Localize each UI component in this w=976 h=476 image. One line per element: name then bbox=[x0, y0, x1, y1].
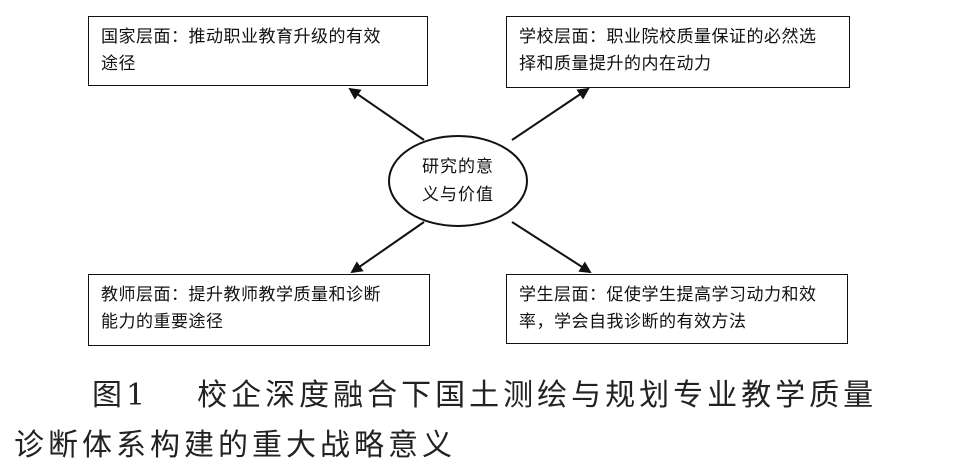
node-student-level: 学生层面：促使学生提高学习动力和效 率，学会自我诊断的有效方法 bbox=[506, 274, 848, 344]
diagram-area: 研究的意 义与价值 国家层面：推动职业教育升级的有效 途径 学校层面：职业院校质… bbox=[88, 16, 850, 346]
caption-line2: 诊断体系构建的重大战略意义 bbox=[14, 428, 456, 463]
arrow-to-student bbox=[511, 221, 592, 274]
arrow-to-school bbox=[511, 87, 590, 141]
node-student-line1: 学生层面：促使学生提高学习动力和效 bbox=[519, 285, 817, 305]
node-school-line2: 择和质量提升的内在动力 bbox=[519, 54, 712, 74]
node-school-level: 学校层面：职业院校质量保证的必然选 择和质量提升的内在动力 bbox=[506, 16, 850, 88]
arrow-to-national bbox=[348, 87, 425, 141]
caption-line1-text: 校企深度融合下国土测绘与规划专业教学质量 bbox=[197, 378, 878, 413]
caption-line1: 图1 校企深度融合下国土测绘与规划专业教学质量 bbox=[92, 372, 877, 420]
center-node-line1: 研究的意 bbox=[422, 157, 494, 177]
center-node-line2: 义与价值 bbox=[422, 185, 494, 205]
node-school-line1: 学校层面：职业院校质量保证的必然选 bbox=[519, 27, 817, 47]
node-teacher-line1: 教师层面：提升教师教学质量和诊断 bbox=[101, 285, 381, 305]
figure-label: 图1 bbox=[92, 378, 150, 413]
node-national-line2: 途径 bbox=[101, 54, 136, 74]
node-national-line1: 国家层面：推动职业教育升级的有效 bbox=[101, 27, 381, 47]
node-national-level: 国家层面：推动职业教育升级的有效 途径 bbox=[88, 16, 428, 86]
center-node: 研究的意 义与价值 bbox=[396, 142, 520, 220]
node-teacher-line2: 能力的重要途径 bbox=[101, 312, 224, 332]
node-teacher-level: 教师层面：提升教师教学质量和诊断 能力的重要途径 bbox=[88, 274, 430, 346]
node-student-line2: 率，学会自我诊断的有效方法 bbox=[519, 312, 747, 332]
arrow-to-teacher bbox=[350, 221, 425, 274]
